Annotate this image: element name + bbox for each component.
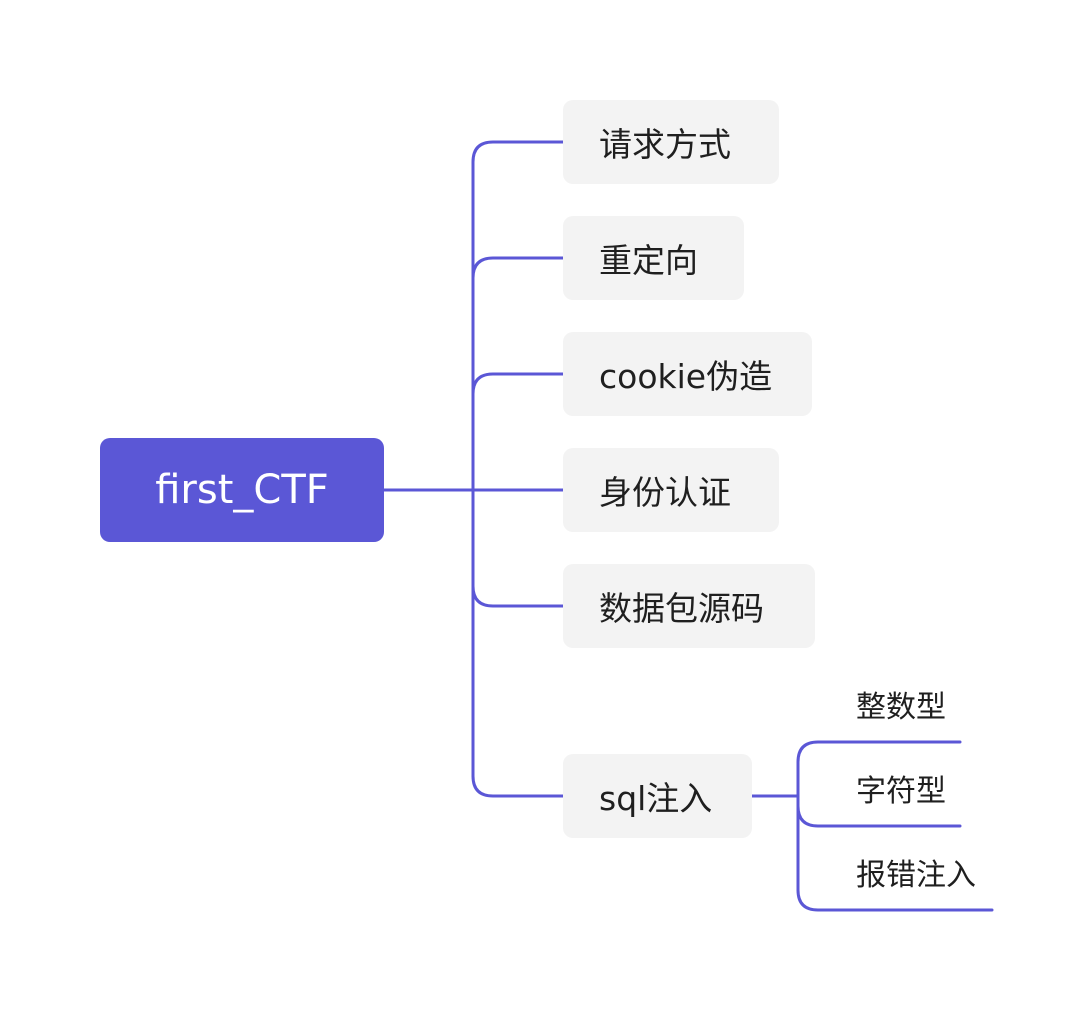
leaf-label: 报错注入 — [856, 858, 976, 893]
branch-node[interactable]: 重定向 — [563, 216, 744, 300]
connector-branch-6 — [471, 774, 565, 798]
root-node[interactable]: first_CTF — [100, 438, 384, 542]
root-label: first_CTF — [155, 467, 329, 513]
connector-branch-1 — [471, 140, 565, 164]
branch-label: 重定向 — [599, 241, 698, 280]
branch-label: 请求方式 — [599, 125, 731, 164]
branch-label: sql注入 — [599, 779, 713, 818]
connector-branch-5 — [471, 584, 565, 608]
branch-node[interactable]: sql注入 — [563, 754, 752, 838]
connector-branch-2 — [471, 256, 565, 280]
leaf-label: 字符型 — [856, 774, 946, 809]
leaf-node[interactable]: 报错注入 — [856, 856, 976, 896]
branch-label: 身份认证 — [599, 473, 731, 512]
leaf-node[interactable]: 字符型 — [856, 772, 946, 812]
branch-node[interactable]: 身份认证 — [563, 448, 779, 532]
branch-label: 数据包源码 — [599, 589, 764, 628]
connector-leaf-1 — [796, 740, 962, 764]
branch-node[interactable]: cookie伪造 — [563, 332, 812, 416]
branch-node[interactable]: 请求方式 — [563, 100, 779, 184]
branch-label: cookie伪造 — [599, 357, 773, 396]
connector-leaf-3 — [796, 888, 994, 912]
leaf-label: 整数型 — [856, 690, 946, 725]
leaf-node[interactable]: 整数型 — [856, 688, 946, 728]
connector-branch-3 — [471, 372, 565, 396]
branch-node[interactable]: 数据包源码 — [563, 564, 815, 648]
connector-leaf-2 — [796, 804, 962, 828]
